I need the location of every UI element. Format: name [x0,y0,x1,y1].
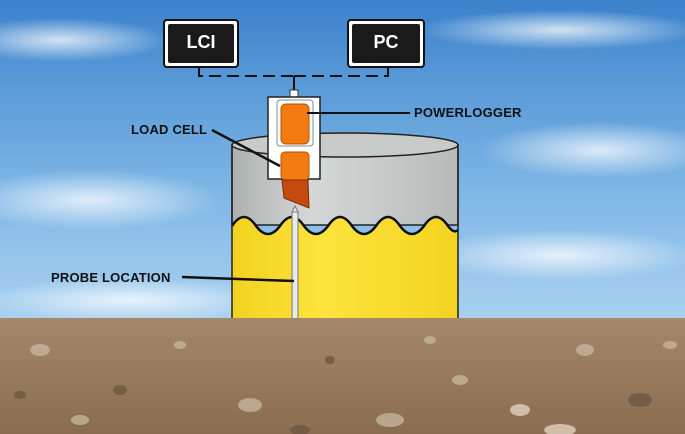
probe-location-label: PROBE LOCATION [51,270,171,285]
connection-lines [198,68,389,92]
load-cell-leader-line [211,128,281,168]
probe-location-leader-line [181,275,295,283]
load-cell-label: LOAD CELL [131,122,208,137]
soil-ground [0,318,685,434]
pc-box-label: PC [373,32,399,52]
cylinder-yellow-section [232,217,458,322]
powerlogger-label: POWERLOGGER [414,105,522,120]
cylinder-top [231,132,459,158]
soil-pebbles [14,336,677,434]
load-cell-wedge [281,179,310,209]
load-cell-body [280,151,310,181]
powerlogger-body [280,103,310,145]
clouds [0,10,685,322]
lci-box-screen [168,24,234,63]
probe-rod [291,211,299,325]
pc-box-screen [352,24,420,63]
probe-tip [291,204,299,213]
lci-box-label: LCI [186,32,216,52]
powerlogger-bracket [276,99,314,147]
cylinder-wavy-edge [230,215,459,236]
